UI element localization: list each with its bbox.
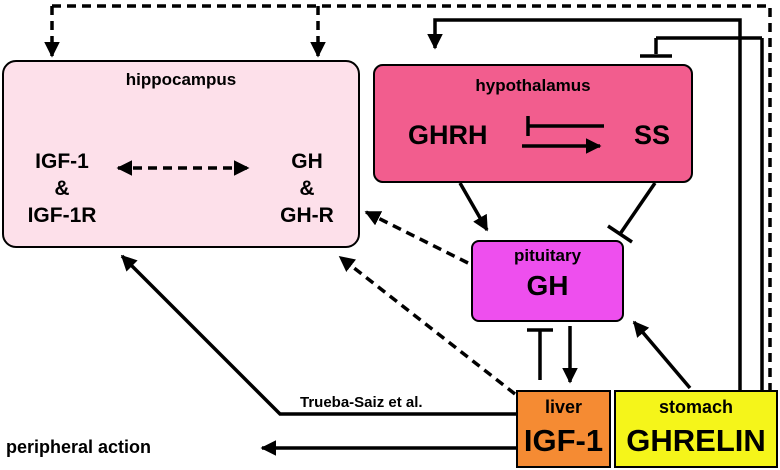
stomach-ghrelin-label: GHRELIN <box>626 423 766 458</box>
liver-igf1-label: IGF-1 <box>523 423 604 458</box>
ghr-line: GH-R <box>280 204 334 227</box>
hypothalamus-box <box>373 64 693 183</box>
igf1r-line: IGF-1R <box>27 204 97 227</box>
liver-title: liver <box>544 397 583 417</box>
gh-amp-line: & <box>299 177 315 200</box>
ghrh-label: GHRH <box>408 120 488 150</box>
igf1-line: IGF-1 <box>35 150 89 173</box>
pituitary-gh-label: GH <box>526 270 569 301</box>
hippocampus-box <box>2 60 360 248</box>
liver-box <box>516 390 611 468</box>
hippocampus-gh-label: GH & GH-R <box>262 148 352 229</box>
ss-inhibit-bar <box>607 224 633 244</box>
citation-label: Trueba-Saiz et al. <box>300 394 423 411</box>
peripheral-action-label: peripheral action <box>6 437 152 457</box>
ss-label: SS <box>634 120 671 150</box>
hippocampus-title: hippocampus <box>125 70 237 89</box>
pituitary-title: pituitary <box>513 246 582 265</box>
ghrelin-to-hypothalamus-line <box>427 18 742 390</box>
ghrelin-dashed-feedback-line <box>52 4 772 392</box>
pituitary-box <box>471 240 624 322</box>
pituitary-to-hippocampus-dashed-arrow <box>364 210 469 265</box>
stomach-box <box>614 390 778 468</box>
hypothalamus-title: hypothalamus <box>475 76 591 95</box>
ghrh-to-pituitary-arrow <box>458 182 489 232</box>
hippocampus-igf1-label: IGF-1 & IGF-1R <box>12 148 112 229</box>
ghrelin-to-pituitary-arrow <box>632 320 692 390</box>
stomach-title: stomach <box>658 397 734 417</box>
liver-igf1-to-hippocampus-line <box>120 254 516 416</box>
igf1-amp-line: & <box>54 177 70 200</box>
ss-to-pituitary-inhibit <box>618 182 657 235</box>
gh-line: GH <box>291 150 323 173</box>
liver-to-hippocampus-dashed-arrow <box>338 255 517 396</box>
